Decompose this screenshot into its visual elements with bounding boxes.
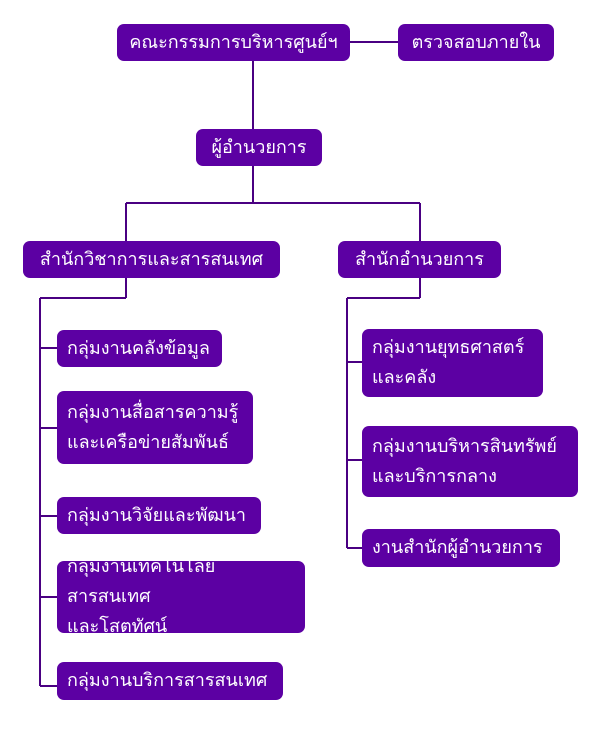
media-group-node: กลุ่มงานสื่อสารความรู้ และเครือข่ายสัมพั… bbox=[57, 391, 253, 464]
research-group-node: กลุ่มงานวิจัยและพัฒนา bbox=[57, 497, 261, 534]
it-group-node: กลุ่มงานเทคโนโลยีสารสนเทศ และโสตทัศน์ bbox=[57, 556, 305, 637]
academic-office-node: สำนักวิชาการและสารสนเทศ bbox=[23, 241, 280, 278]
internal-audit-node: ตรวจสอบภายใน bbox=[398, 24, 554, 61]
board-node: คณะกรรมการบริหารศูนย์ฯ bbox=[117, 24, 350, 61]
info-service-group-node: กลุ่มงานบริการสารสนเทศ bbox=[57, 662, 283, 700]
director-office-unit-node: งานสำนักผู้อำนวยการ bbox=[362, 529, 560, 567]
asset-group-node: กลุ่มงานบริหารสินทรัพย์ และบริการกลาง bbox=[362, 426, 578, 497]
director-node: ผู้อำนวยการ bbox=[196, 129, 322, 166]
strategy-group-node: กลุ่มงานยุทธศาสตร์ และคลัง bbox=[362, 329, 543, 397]
director-office-node: สำนักอำนวยการ bbox=[338, 241, 501, 278]
data-group-node: กลุ่มงานคลังข้อมูล bbox=[57, 330, 222, 367]
